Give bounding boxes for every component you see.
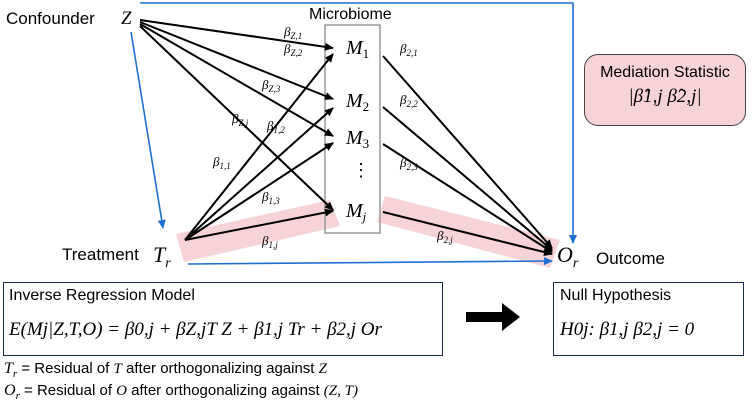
highlight-t-to-mj xyxy=(176,200,340,262)
outcome-label: Outcome xyxy=(596,249,665,268)
label-beta-21: β2,1 xyxy=(399,41,418,58)
confounder-label: Confounder xyxy=(6,9,95,28)
arrow-t-to-o xyxy=(187,257,553,266)
highlight-mj-to-o xyxy=(377,196,560,268)
arrow-z-to-mj xyxy=(139,25,334,211)
null-hypothesis-box: Null Hypothesis H0j: β1,j β2,j = 0 xyxy=(553,282,744,356)
arrow-z-to-t xyxy=(130,31,166,229)
footnote-or: Or = Residual of O after orthogonalizing… xyxy=(4,382,358,402)
treatment-symbol: Tr xyxy=(153,242,171,271)
mediation-statistic-formula: |β̂1,j β̂2,j| xyxy=(628,86,702,107)
mediation-statistic-title: Mediation Statistic xyxy=(600,64,730,81)
label-beta-13: β1,3 xyxy=(261,189,280,206)
arrow-m2-to-o xyxy=(382,106,553,251)
label-beta-z1: βZ,1 xyxy=(283,24,302,41)
mediator-m1: M1 xyxy=(345,37,369,61)
mediator-mj: Mj xyxy=(345,200,367,224)
null-hypothesis-equation: H0j: β1,j β2,j = 0 xyxy=(560,319,695,340)
implies-arrow xyxy=(466,303,520,331)
arrow-t-to-m2 xyxy=(184,107,334,241)
arrow-t-to-m3 xyxy=(184,142,334,241)
arrow-t-to-mj xyxy=(184,208,334,241)
label-beta-12: β1,2 xyxy=(266,118,285,135)
arrow-t-to-m1 xyxy=(184,53,334,241)
label-beta-1j: β1,j xyxy=(261,233,278,250)
arrow-m1-to-o xyxy=(382,55,553,249)
label-beta-z3: βZ,3 xyxy=(261,77,281,94)
inverse-regression-box: Inverse Regression Model E(Mj|Z,T,O) = β… xyxy=(3,282,443,356)
arrow-z-to-o xyxy=(140,2,577,244)
arrow-z-to-m3 xyxy=(139,23,334,137)
footnote-tr: Tr = Residual of T after orthogonalizing… xyxy=(4,360,327,380)
arrow-z-to-m1 xyxy=(139,19,334,51)
label-beta-23: β2,3 xyxy=(399,155,418,172)
mediator-ellipsis: ⋮ xyxy=(352,160,370,180)
mediator-m3: M3 xyxy=(345,127,369,151)
microbiome-label: Microbiome xyxy=(309,6,392,23)
inverse-regression-equation: E(Mj|Z,T,O) = β0,j + βZ,jT Z + β1,j Tr +… xyxy=(9,319,382,340)
treatment-label: Treatment xyxy=(62,245,139,264)
outcome-symbol: Or xyxy=(557,242,579,271)
label-beta-z2: βZ,2 xyxy=(283,41,303,58)
confounder-symbol: Z xyxy=(121,8,132,29)
label-beta-22: β2,2 xyxy=(399,92,418,109)
mediation-statistic-box: Mediation Statistic |β̂1,j β̂2,j| xyxy=(584,54,746,126)
label-beta-11: β1,1 xyxy=(212,154,231,171)
null-hypothesis-title: Null Hypothesis xyxy=(560,287,672,304)
mediator-m2: M2 xyxy=(345,90,369,114)
inverse-regression-title: Inverse Regression Model xyxy=(9,287,195,304)
arrow-z-to-m2 xyxy=(139,21,334,100)
label-beta-zj: βZ,j xyxy=(231,111,249,128)
arrow-mj-to-o xyxy=(382,211,553,256)
label-beta-2j: β2,j xyxy=(436,228,453,245)
arrow-m3-to-o xyxy=(382,143,553,253)
